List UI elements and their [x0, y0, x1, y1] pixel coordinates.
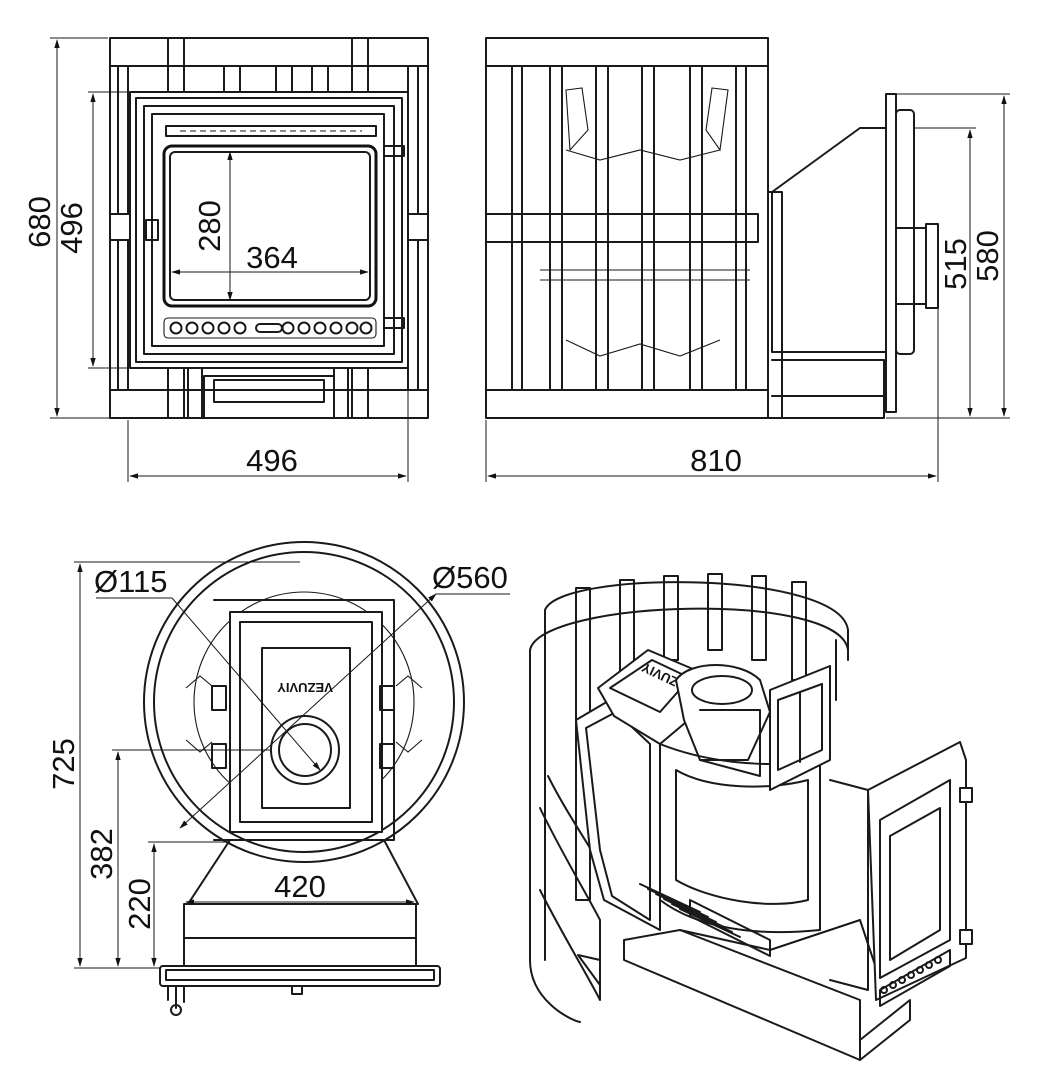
- vent-hole: [935, 957, 941, 963]
- dim-side-depth: 810: [690, 443, 742, 478]
- dim-glass-height: 280: [192, 200, 227, 252]
- front-air-vents: [164, 318, 376, 338]
- vent-hole: [299, 323, 310, 334]
- cage-bar: [708, 574, 722, 650]
- grate-bar: [672, 904, 732, 932]
- grate-bar: [648, 889, 708, 917]
- vent-hole: [908, 972, 914, 978]
- cage-bar: [664, 576, 678, 660]
- dim-front-width: 496: [246, 443, 298, 478]
- side-cage-bars: [512, 66, 746, 390]
- iso-grate: [640, 884, 770, 956]
- vent-hole: [917, 967, 923, 973]
- brand-text: VEZUVIY: [277, 680, 333, 695]
- dim-side-height-580: 580: [970, 230, 1005, 282]
- dim-plan-total-depth: 725: [46, 738, 81, 790]
- dim-tunnel-width: 420: [274, 869, 326, 904]
- grate-bar: [664, 899, 724, 927]
- grate-bar: [656, 894, 716, 922]
- isometric-cutaway-view: VEZUVIY: [530, 574, 972, 1060]
- dim-plan-depth-382: 382: [84, 828, 119, 880]
- dim-front-body-height: 496: [54, 202, 89, 254]
- dim-glass-width: 364: [246, 240, 298, 275]
- grate-rail: [690, 900, 770, 956]
- dim-flue-diameter: Ø115: [94, 564, 168, 599]
- vent-hole: [926, 962, 932, 968]
- vent-hole: [235, 323, 246, 334]
- vent-hole: [315, 323, 326, 334]
- vent-hole: [203, 323, 214, 334]
- vent-hole: [171, 323, 182, 334]
- side-view: [486, 38, 938, 418]
- vent-hole: [219, 323, 230, 334]
- front-view: [110, 38, 428, 418]
- vent-hole: [347, 323, 358, 334]
- vent-hole: [899, 977, 905, 983]
- vent-slider: [256, 324, 282, 332]
- iso-door-vents: [881, 957, 941, 993]
- cage-bar: [752, 576, 766, 660]
- vent-plate: [164, 318, 376, 338]
- dim-plan-depth-220: 220: [122, 878, 157, 930]
- vent-hole: [187, 323, 198, 334]
- dim-side-height-515: 515: [938, 238, 973, 290]
- vent-hole: [331, 323, 342, 334]
- vent-hole: [890, 982, 896, 988]
- dim-stone-diameter: Ø560: [432, 560, 508, 595]
- dimension-lines: 680 496 280 364 496 810 580 515 Ø115: [22, 38, 1010, 968]
- vent-hole: [881, 987, 887, 993]
- dim-front-total-height: 680: [22, 196, 57, 248]
- vent-hole: [361, 323, 372, 334]
